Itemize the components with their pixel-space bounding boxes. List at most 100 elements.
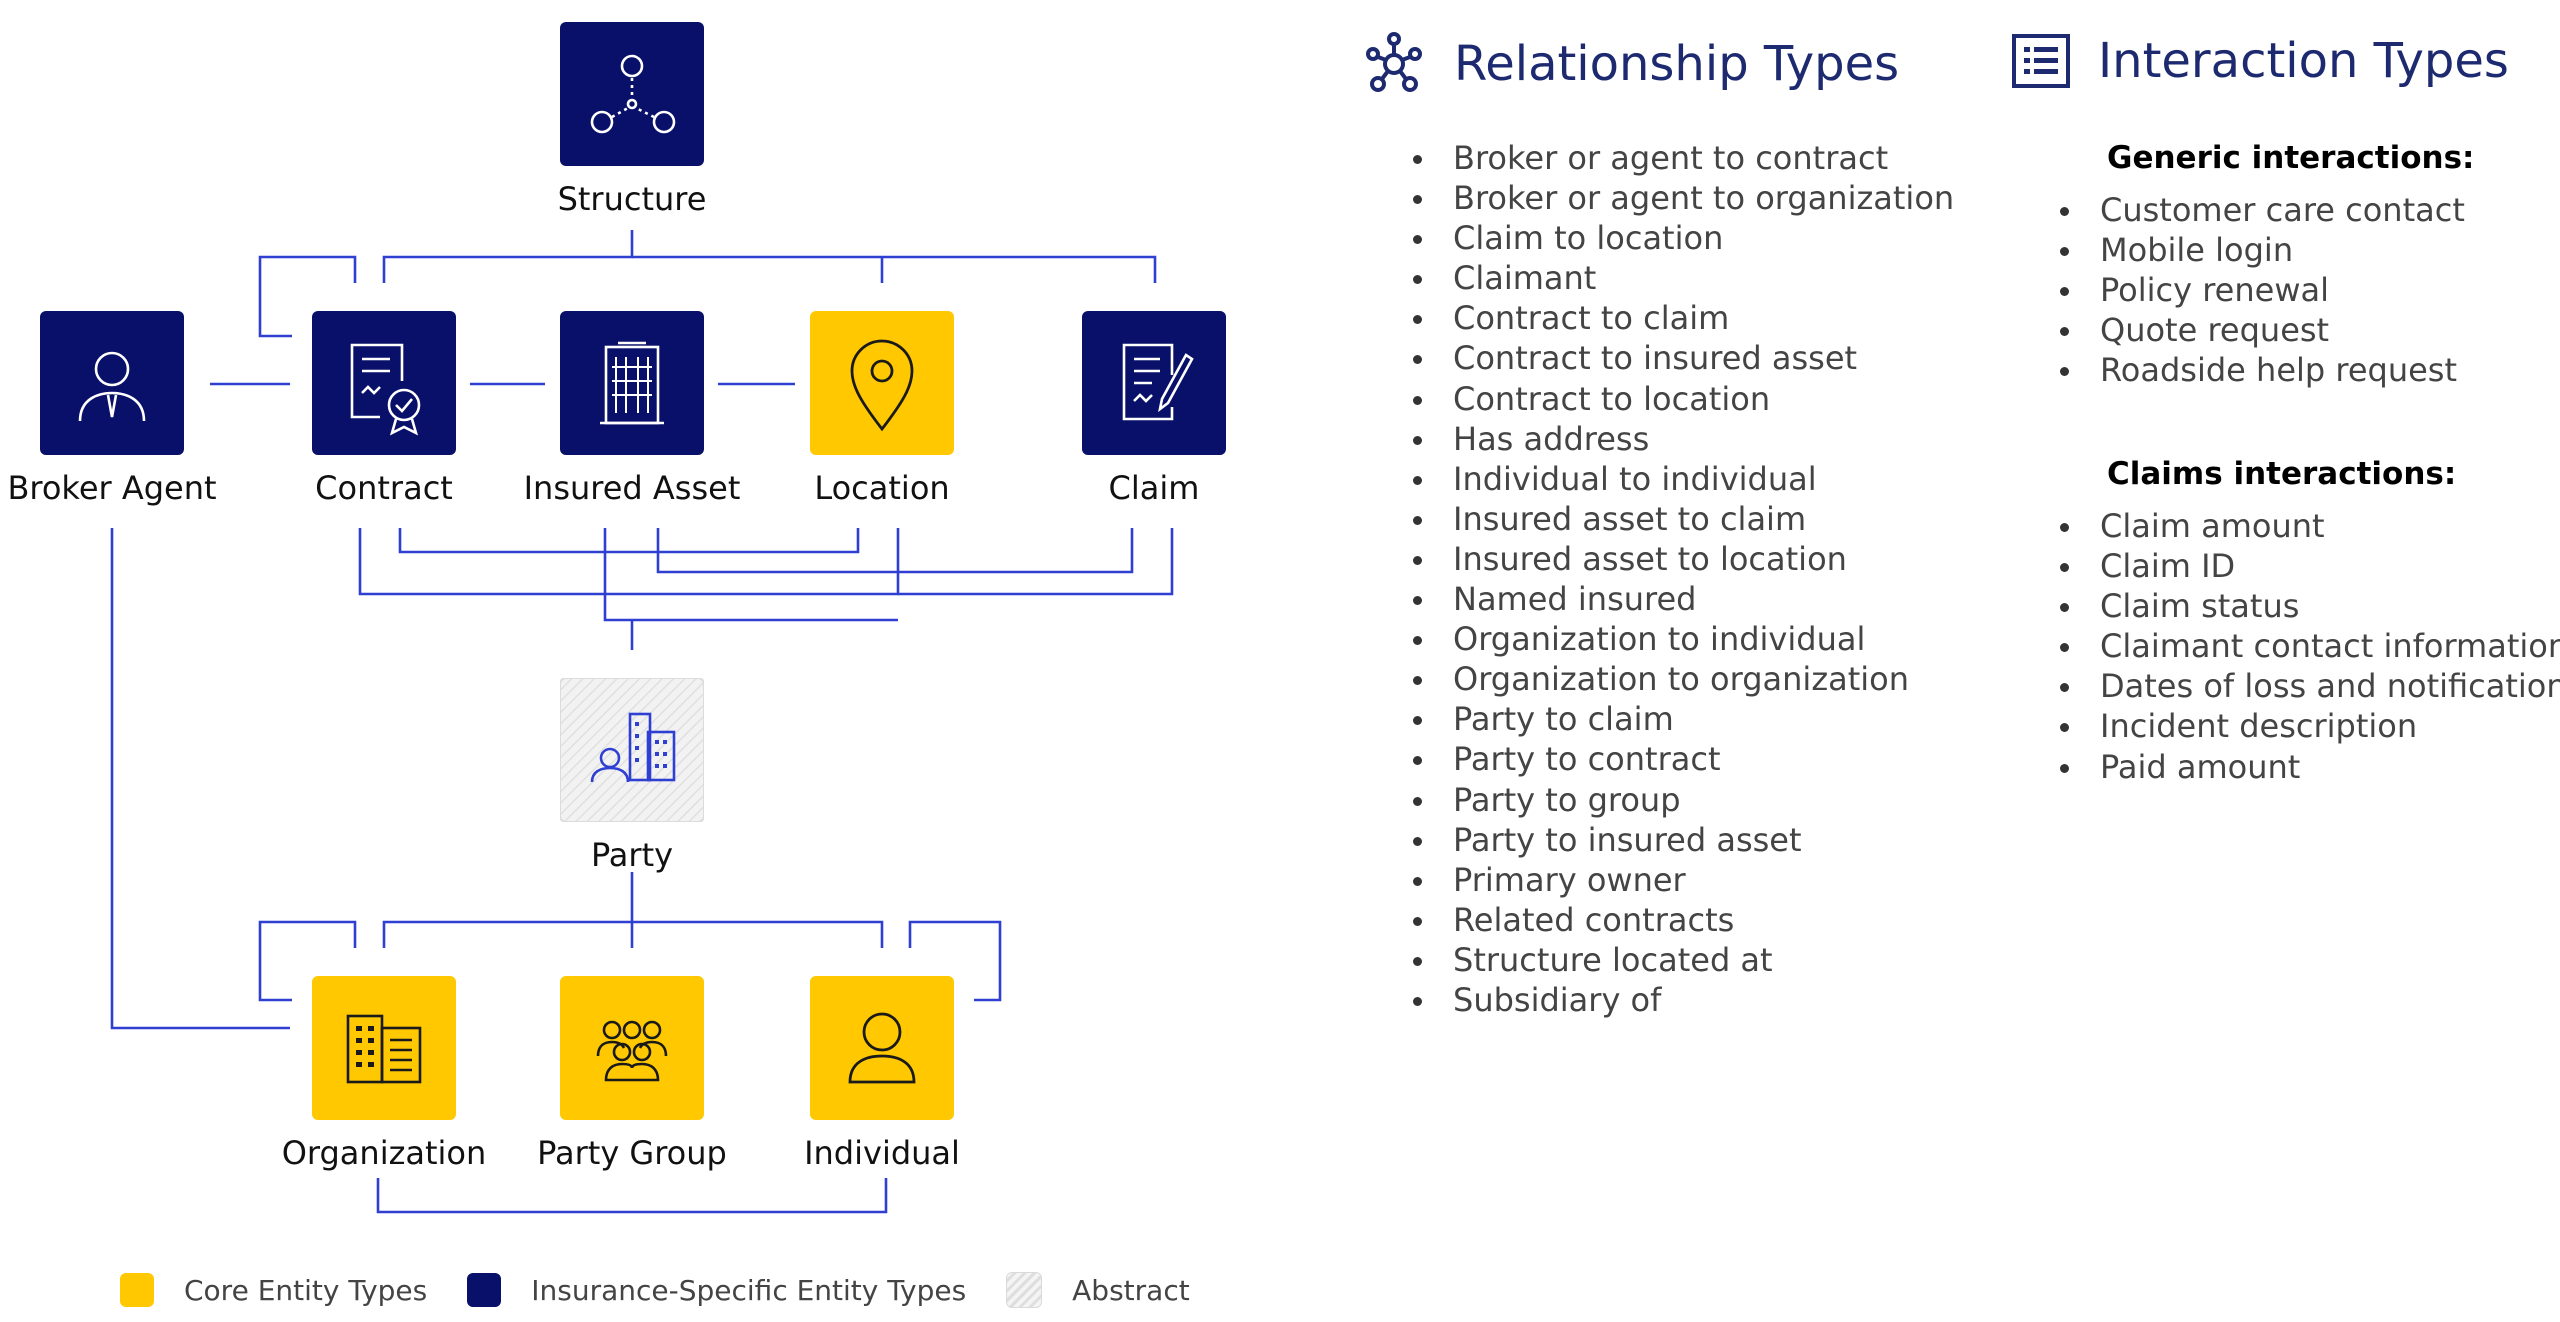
structure-icon	[590, 54, 676, 134]
claims-interaction-item: Claimant contact information	[2055, 626, 2560, 666]
document-pen-icon	[1122, 343, 1194, 421]
map-pin-icon	[850, 339, 914, 432]
relationship-type-item: Broker or agent to organization	[1408, 178, 1954, 218]
relationship-type-item: Insured asset to location	[1408, 539, 1954, 579]
individual-box[interactable]	[810, 976, 954, 1120]
generic-interaction-item: Roadside help request	[2055, 350, 2465, 390]
relationship-type-item: Insured asset to claim	[1408, 499, 1954, 539]
relationship-type-item: Primary owner	[1408, 860, 1954, 900]
connector-broker-organization	[110, 528, 290, 1030]
relationship-type-item: Claimant	[1408, 258, 1954, 298]
organization-label: Organization	[281, 1134, 487, 1172]
claims-interaction-item: Claim status	[2055, 586, 2560, 626]
generic-interaction-item: Customer care contact	[2055, 190, 2465, 230]
connector-asset-claim	[656, 528, 1134, 574]
relationship-type-item: Contract to claim	[1408, 298, 1954, 338]
legend: Core Entity Types Insurance-Specific Ent…	[120, 1272, 1230, 1308]
party-group-box[interactable]	[560, 976, 704, 1120]
legend-item-abstract: Abstract	[1006, 1272, 1190, 1308]
claims-interaction-item: Claim ID	[2055, 546, 2560, 586]
person-tie-icon	[78, 351, 146, 422]
interaction-types-heading: Interaction Types	[2010, 30, 2509, 92]
location-label: Location	[814, 469, 950, 507]
list-icon	[2010, 30, 2072, 92]
person-building-icon	[590, 712, 676, 783]
generic-interactions-heading: Generic interactions:	[2107, 140, 2475, 176]
group-icon	[596, 1020, 668, 1082]
relationship-type-item: Organization to individual	[1408, 619, 1954, 659]
contract-box[interactable]	[312, 311, 456, 455]
relationship-type-item: Broker or agent to contract	[1408, 138, 1954, 178]
claims-interactions-heading: Claims interactions:	[2107, 456, 2457, 492]
claims-interaction-item: Paid amount	[2055, 747, 2560, 787]
claim-box[interactable]	[1082, 311, 1226, 455]
legend-swatch-core	[120, 1273, 154, 1307]
building-icon	[600, 341, 664, 425]
office-building-icon	[346, 1014, 422, 1084]
interaction-types-title: Interaction Types	[2098, 33, 2509, 89]
connector-asset-party	[603, 528, 898, 622]
relationship-type-item: Party to insured asset	[1408, 820, 1954, 860]
certificate-icon	[350, 343, 421, 436]
location-box[interactable]	[810, 311, 954, 455]
relationship-type-item: Claim to location	[1408, 218, 1954, 258]
relationship-type-item: Structure located at	[1408, 940, 1954, 980]
connector-structure-contract	[382, 230, 634, 283]
legend-swatch-abstract	[1006, 1272, 1043, 1308]
connector-party-organization	[382, 872, 634, 948]
party-group-label: Party Group	[537, 1134, 727, 1172]
contract-label: Contract	[315, 469, 453, 507]
connector-contract-party	[358, 528, 900, 596]
claims-interaction-item: Dates of loss and notification	[2055, 666, 2560, 706]
legend-label-insurance: Insurance-Specific Entity Types	[531, 1273, 967, 1307]
relationship-type-item: Party to contract	[1408, 739, 1954, 779]
broker-agent-box[interactable]	[40, 311, 184, 455]
claims-interaction-item: Incident description	[2055, 706, 2560, 746]
relationship-type-item: Subsidiary of	[1408, 980, 1954, 1020]
relationship-types-heading: Relationship Types	[1360, 30, 1899, 98]
connector-structure-claim	[882, 255, 1157, 283]
connector-party-individual	[632, 920, 884, 948]
structure-box[interactable]	[560, 22, 704, 166]
connector-contract-loop	[258, 255, 357, 338]
connector-organization-loop	[258, 920, 357, 1002]
legend-label-abstract: Abstract	[1072, 1273, 1190, 1307]
relationship-type-item: Party to claim	[1408, 699, 1954, 739]
connector-organization-individual	[376, 1178, 888, 1214]
relationship-type-item: Organization to organization	[1408, 659, 1954, 699]
person-icon	[848, 1012, 916, 1084]
generic-interaction-item: Mobile login	[2055, 230, 2465, 270]
relationship-types-title: Relationship Types	[1454, 36, 1900, 92]
broker-agent-label: Broker Agent	[7, 469, 217, 507]
legend-swatch-insurance	[467, 1273, 502, 1307]
legend-label-core: Core Entity Types	[184, 1273, 428, 1307]
individual-label: Individual	[804, 1134, 960, 1172]
relationship-type-item: Has address	[1408, 419, 1954, 459]
party-box[interactable]	[560, 678, 704, 822]
structure-label: Structure	[557, 180, 707, 218]
relationship-type-item: Individual to individual	[1408, 459, 1954, 499]
relationship-type-item: Party to group	[1408, 780, 1954, 820]
relationship-type-item: Contract to location	[1408, 379, 1954, 419]
connector-individual-loop	[908, 920, 1002, 1002]
party-label: Party	[590, 836, 674, 874]
relationship-type-item: Contract to insured asset	[1408, 338, 1954, 378]
claim-label: Claim	[1108, 469, 1200, 507]
generic-interaction-item: Policy renewal	[2055, 270, 2465, 310]
connector-lines	[110, 230, 1174, 1214]
connector-contract-location	[398, 528, 860, 554]
relationship-type-item: Related contracts	[1408, 900, 1954, 940]
insured-asset-label: Insured Asset	[523, 469, 741, 507]
organization-box[interactable]	[312, 976, 456, 1120]
legend-item-core: Core Entity Types	[120, 1273, 427, 1307]
insured-asset-box[interactable]	[560, 311, 704, 455]
network-icon	[1360, 30, 1428, 98]
connector-claim-party	[898, 528, 1174, 596]
claims-interaction-item: Claim amount	[2055, 506, 2560, 546]
generic-interaction-item: Quote request	[2055, 310, 2465, 350]
relationship-type-item: Named insured	[1408, 579, 1954, 619]
